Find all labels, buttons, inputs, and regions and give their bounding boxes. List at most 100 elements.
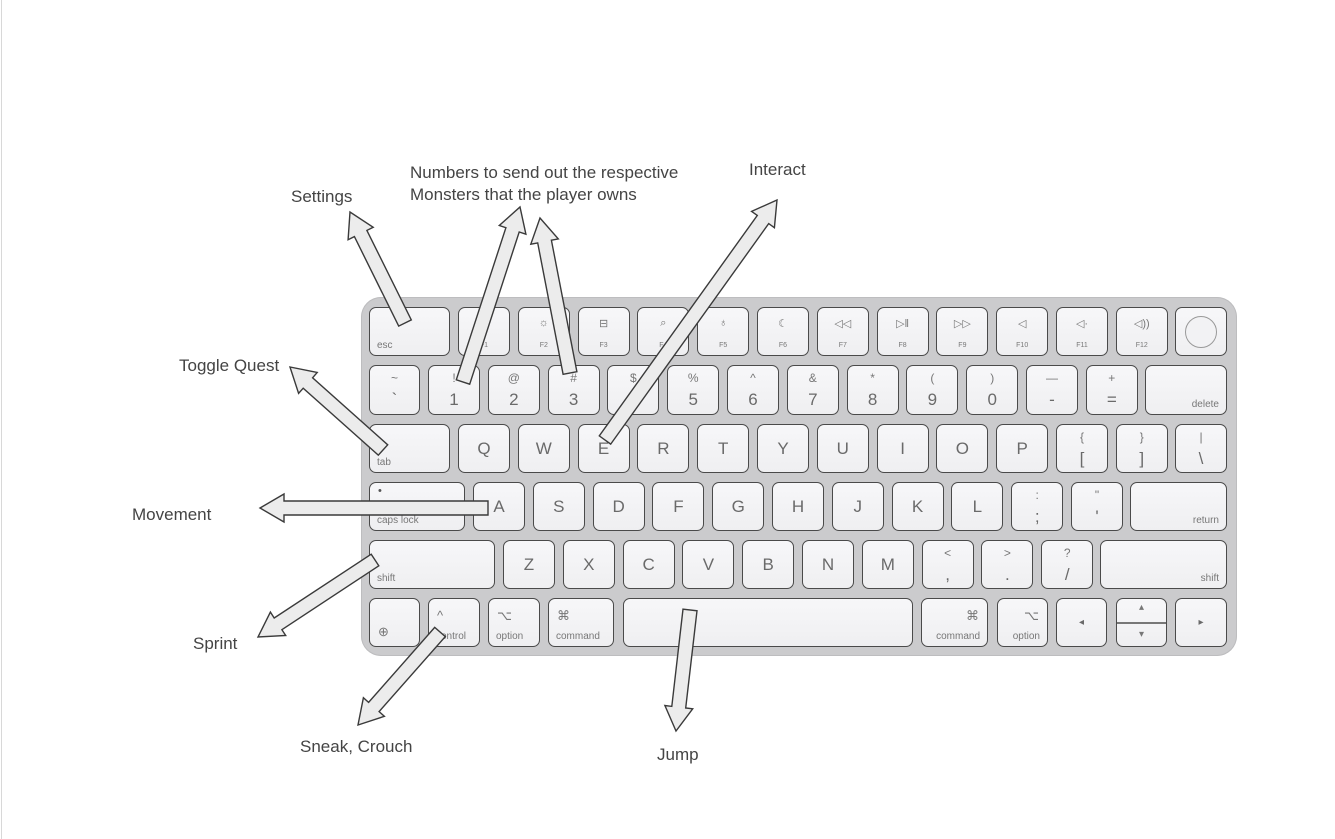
key[interactable]: delete <box>1145 365 1227 415</box>
key-[[interactable]: {[ <box>1056 424 1108 473</box>
key-letter: H <box>791 496 805 516</box>
key-][interactable]: }] <box>1115 424 1168 473</box>
key-letter: V <box>702 554 715 574</box>
key-symbol: 9 <box>927 390 938 409</box>
arrow-toggle-quest-icon <box>288 366 389 457</box>
key[interactable]: ⊕ <box>369 598 420 647</box>
key-o[interactable]: O <box>936 424 989 473</box>
key-letter: T <box>717 438 729 458</box>
key-letter: I <box>900 438 905 458</box>
key-f8[interactable]: F8▷‖ <box>876 307 929 356</box>
key-p[interactable]: P <box>996 424 1049 473</box>
key-w[interactable]: W <box>517 424 570 473</box>
key[interactable]: ⌥ option <box>997 598 1048 647</box>
key-a[interactable]: A <box>473 482 525 531</box>
brightness-up-icon: ☼ <box>538 317 549 329</box>
key-l[interactable]: L <box>951 482 1004 531</box>
key-v[interactable]: V <box>682 540 735 589</box>
key-shift-symbol: — <box>1046 371 1058 385</box>
key-f5[interactable]: F5♁ <box>697 307 750 356</box>
key-fn-label: F1 <box>479 342 489 349</box>
key-letter: L <box>972 496 983 516</box>
key[interactable]: ⌘command <box>548 598 614 647</box>
key-label: return <box>1192 515 1219 526</box>
key-n[interactable]: N <box>802 540 854 589</box>
key-=[interactable]: += <box>1085 365 1138 415</box>
key-7[interactable]: &7 <box>786 365 839 415</box>
key-.[interactable]: >. <box>981 540 1034 589</box>
option-icon: ⌥ <box>1024 608 1039 623</box>
arrow-up-down-key[interactable]: ▴▾ <box>1116 598 1167 647</box>
key-s[interactable]: S <box>532 482 585 531</box>
key-0[interactable]: )0 <box>966 365 1019 415</box>
key-'[interactable]: "' <box>1071 482 1123 531</box>
key-f10[interactable]: F10◁ <box>996 307 1049 356</box>
key-t[interactable]: T <box>697 424 750 473</box>
key[interactable]: shift <box>369 540 495 589</box>
key-i[interactable]: I <box>876 424 929 473</box>
key-y[interactable]: Y <box>757 424 809 473</box>
key-u[interactable]: U <box>816 424 869 473</box>
key[interactable]: ⌥option <box>488 598 540 647</box>
key-fn-label: F10 <box>1016 342 1029 349</box>
key-symbol: 3 <box>568 390 579 409</box>
key-6[interactable]: ^6 <box>727 365 779 415</box>
key-▸[interactable]: ▸ <box>1175 598 1227 647</box>
key-2[interactable]: @2 <box>487 365 540 415</box>
key-shift-symbol: * <box>870 371 875 385</box>
key-k[interactable]: K <box>891 482 944 531</box>
key-x[interactable]: X <box>562 540 615 589</box>
space-key[interactable] <box>623 598 913 647</box>
key-9[interactable]: (9 <box>906 365 959 415</box>
key-symbol: [ <box>1079 449 1085 468</box>
key-/[interactable]: ?/ <box>1041 540 1094 589</box>
key-b[interactable]: B <box>742 540 795 589</box>
key-z[interactable]: Z <box>503 540 555 589</box>
label-toggle-quest: Toggle Quest <box>179 356 280 375</box>
key-3[interactable]: #3 <box>547 365 600 415</box>
key-q[interactable]: Q <box>458 424 510 473</box>
key-f7[interactable]: F7◁◁ <box>816 307 869 356</box>
key[interactable]: shift <box>1100 540 1227 589</box>
key-letter: U <box>836 438 849 458</box>
key-f11[interactable]: F11◁· <box>1056 307 1108 356</box>
key-shift-symbol: % <box>687 371 699 385</box>
key-5[interactable]: %5 <box>667 365 720 415</box>
key-f3[interactable]: F3 ⊟ <box>577 307 630 356</box>
key-`[interactable]: ~` <box>369 365 420 415</box>
key-g[interactable]: G <box>712 482 765 531</box>
key-label: option <box>1012 631 1040 642</box>
key-h[interactable]: H <box>772 482 824 531</box>
key-symbol: 7 <box>808 390 818 409</box>
key-;[interactable]: :; <box>1011 482 1064 531</box>
key[interactable]: return <box>1130 482 1227 531</box>
arrow-sprint-icon <box>256 553 380 638</box>
key-m[interactable]: M <box>861 540 914 589</box>
key-f[interactable]: F <box>652 482 705 531</box>
key-,[interactable]: <, <box>921 540 974 589</box>
mission-control-icon: ⊟ <box>598 318 609 330</box>
key-symbol: 6 <box>748 390 758 409</box>
key-f9[interactable]: F9▷▷ <box>936 307 989 356</box>
key-f6[interactable]: F6☾ <box>757 307 809 356</box>
arrow-sneak-icon <box>357 626 447 727</box>
key-d[interactable]: D <box>592 482 645 531</box>
key[interactable]: ⌘command <box>921 598 988 647</box>
key-fn-label: F9 <box>958 342 967 349</box>
touch-id-key[interactable] <box>1175 307 1227 356</box>
key-f12[interactable]: F12◁)) <box>1115 307 1168 356</box>
arrow-up-icon: ▴ <box>1138 602 1145 613</box>
key-j[interactable]: J <box>831 482 884 531</box>
key-\[interactable]: |\ <box>1175 424 1227 473</box>
key-r[interactable]: R <box>637 424 690 473</box>
key-◂[interactable]: ◂ <box>1056 598 1107 647</box>
key-shift-symbol: ~ <box>390 371 398 385</box>
label-numbers-line2: Monsters that the player owns <box>410 185 637 204</box>
key-fn-label: F3 <box>599 342 608 349</box>
key--[interactable]: —- <box>1026 365 1078 415</box>
rewind-icon: ◁◁ <box>834 318 852 330</box>
key-c[interactable]: C <box>622 540 675 589</box>
label-sprint: Sprint <box>193 634 238 653</box>
key-symbol: 8 <box>867 390 878 409</box>
key-8[interactable]: *8 <box>846 365 899 415</box>
